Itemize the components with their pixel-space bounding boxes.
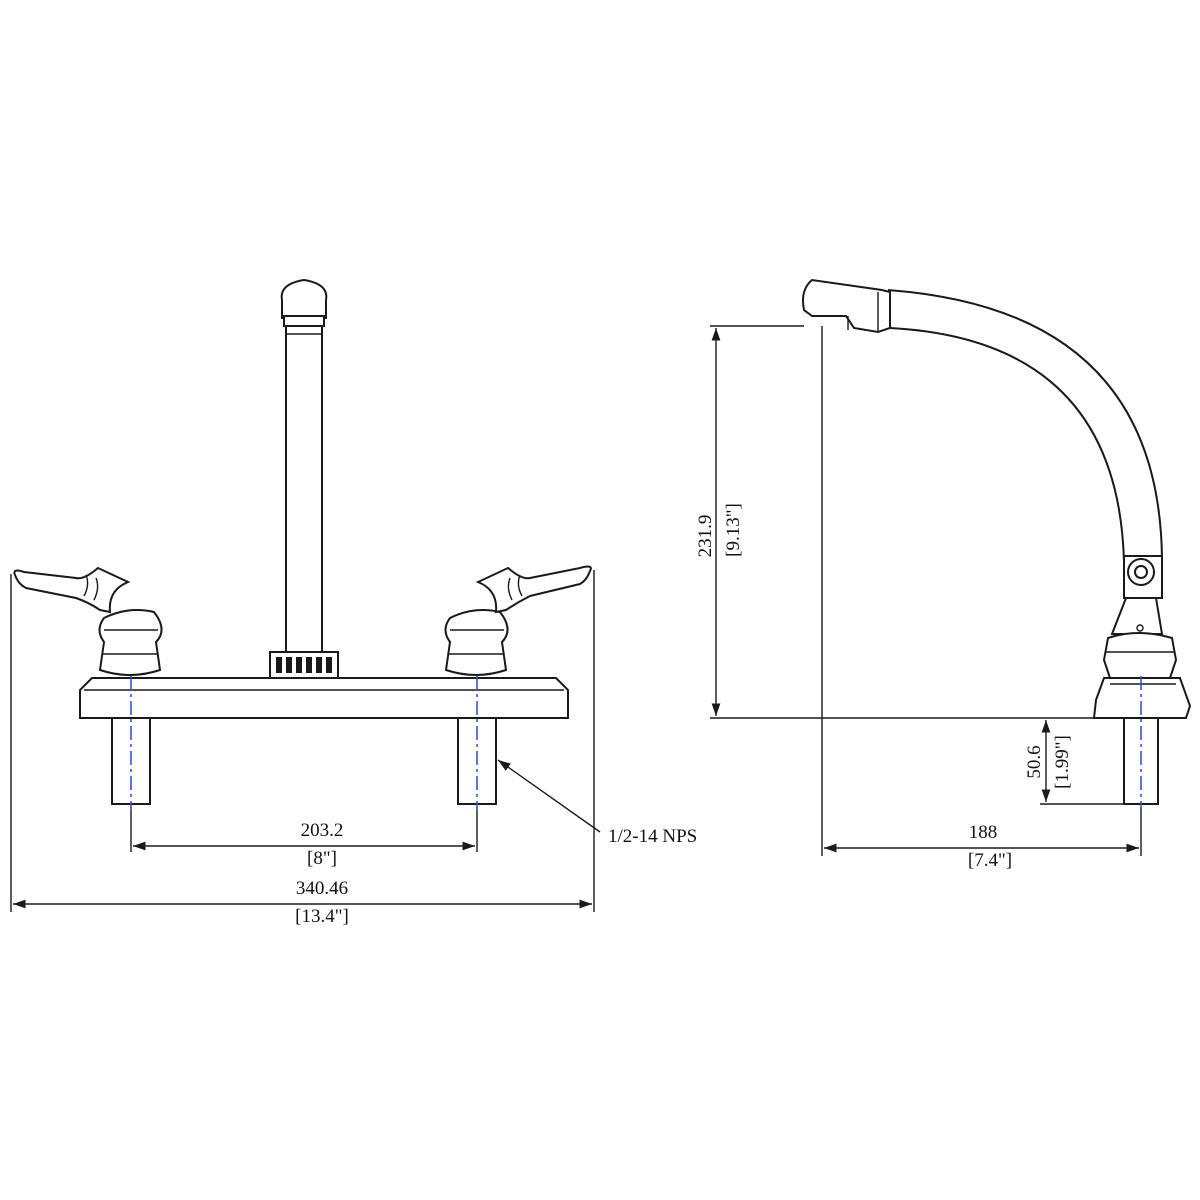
spout-height-mm-label: 231.9 [695, 515, 716, 558]
side-view: 231.9 [9.13"] 50.6 [1.99"] 188 [7.4"] [695, 278, 1192, 871]
outer-width-mm-label: 340.46 [296, 878, 348, 899]
spout-nut-knurl [276, 657, 332, 673]
side-spout [887, 289, 1163, 563]
front-view: 203.2 [8"] 340.46 [13.4"] 1/2-14 NPS [10, 278, 697, 927]
thread-spec-label: 1/2-14 NPS [608, 826, 697, 847]
side-valve-body [1102, 597, 1178, 679]
front-shanks [111, 717, 497, 805]
shank-length-in-label: [1.99"] [1052, 735, 1073, 789]
spout-reach-mm-label: 188 [969, 822, 998, 843]
center-spacing-in-label: [8"] [307, 848, 337, 869]
left-handle [13, 566, 131, 614]
right-valve-body [444, 609, 509, 676]
left-valve-body [98, 609, 163, 676]
side-base [1092, 677, 1192, 719]
side-spout-head [802, 278, 891, 334]
front-base-deck [79, 677, 569, 719]
right-handle [475, 565, 592, 614]
side-swivel-joint [1123, 555, 1163, 599]
thread-leader [497, 759, 601, 833]
front-spout [269, 278, 339, 679]
outer-width-in-label: [13.4"] [295, 906, 349, 927]
center-spacing-mm-label: 203.2 [301, 820, 344, 841]
spout-reach-in-label: [7.4"] [968, 850, 1012, 871]
spout-height-in-label: [9.13"] [723, 503, 744, 557]
shank-length-mm-label: 50.6 [1024, 745, 1045, 778]
